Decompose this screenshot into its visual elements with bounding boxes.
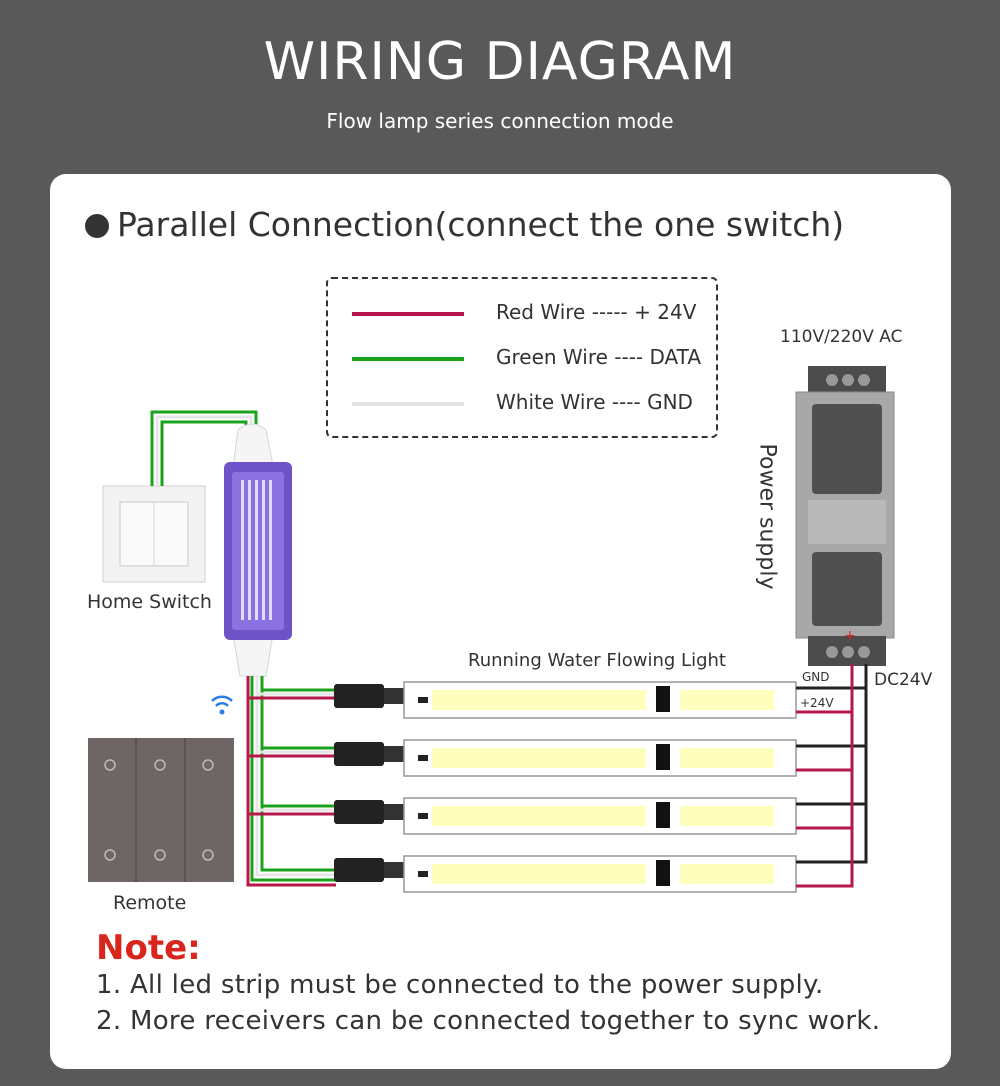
home-switch-label: Home Switch	[87, 591, 212, 613]
legend-row-red: Red Wire ----- + 24V	[352, 300, 712, 330]
wifi-icon	[211, 695, 233, 715]
legend-line-green	[352, 357, 464, 361]
power-output-wires	[796, 664, 868, 888]
remote-device	[88, 738, 234, 882]
legend-row-green: Green Wire ---- DATA	[352, 345, 712, 375]
legend-label-green: Green Wire ---- DATA	[496, 345, 702, 369]
dc24v-label: DC24V	[874, 670, 933, 690]
remote-label: Remote	[113, 892, 187, 914]
page-title: WIRING DIAGRAM	[263, 32, 737, 92]
section-title: Parallel Connection(connect the one swit…	[85, 205, 844, 244]
legend-label-white: White Wire ---- GND	[496, 390, 693, 414]
wire-legend: Red Wire ----- + 24V Green Wire ---- DAT…	[326, 277, 718, 438]
running-light-label: Running Water Flowing Light	[468, 650, 726, 671]
bullet-icon	[85, 214, 109, 238]
strip-4	[334, 855, 797, 893]
strip-3	[248, 797, 797, 835]
controller-device	[224, 423, 292, 677]
svg-text:+: +	[844, 628, 856, 644]
legend-label-red: Red Wire ----- + 24V	[496, 300, 697, 324]
plus24v-label: +24V	[800, 696, 834, 710]
note-title: Note:	[96, 928, 201, 968]
strip-2	[248, 739, 797, 777]
ac-input-label: 110V/220V AC	[780, 327, 903, 347]
gnd-label: GND	[802, 670, 830, 684]
power-supply-label: Power supply	[754, 443, 780, 590]
section-title-text: Parallel Connection(connect the one swit…	[117, 205, 845, 244]
power-supply-device: +	[795, 366, 895, 666]
output-bus	[246, 676, 336, 887]
strip-group	[248, 681, 797, 893]
legend-line-white	[352, 402, 464, 406]
legend-row-white: White Wire ---- GND	[352, 390, 712, 420]
page-subtitle: Flow lamp series connection mode	[326, 109, 674, 133]
home-switch-device	[102, 485, 206, 583]
note-item-1: 1. All led strip must be connected to th…	[96, 970, 824, 1000]
legend-line-red	[352, 312, 464, 316]
strip-1	[248, 681, 797, 719]
note-item-2: 2. More receivers can be connected toget…	[96, 1006, 881, 1036]
